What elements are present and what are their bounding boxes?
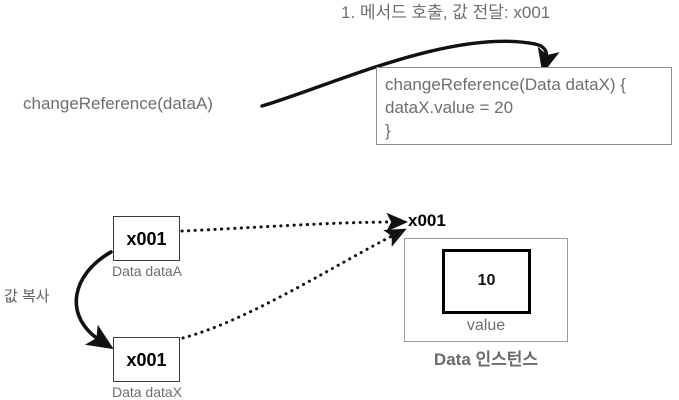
method-body-box: changeReference(Data dataX) { dataX.valu… (376, 67, 672, 145)
instance-box: 10 value (404, 238, 568, 342)
call-arrow-head-tail (533, 42, 560, 74)
reference-arrow-dataX (181, 228, 407, 340)
caller-expression: changeReference(dataA) (23, 94, 213, 113)
instance-field-name: value (466, 317, 506, 334)
step-annotation: 1. 메서드 호출, 값 전달: x001 (341, 3, 551, 22)
method-code-line-3: } (385, 121, 391, 140)
reference-value-dataX: x001 (126, 350, 167, 370)
reference-caption-dataX: Data dataX (111, 384, 183, 400)
instance-caption: Data 인스턴스 (433, 350, 539, 369)
method-code-line-1: changeReference(Data dataX) { (385, 75, 626, 94)
reference-box-dataX: x001 (113, 337, 180, 382)
reference-value-dataA: x001 (126, 229, 167, 249)
method-code-line-2: dataX.value = 20 (385, 98, 514, 117)
instance-field-box: 10 (442, 249, 531, 314)
instance-address-label: x001 (408, 211, 446, 230)
copy-arrow-label: 값 복사 (4, 288, 50, 305)
reference-box-dataA: x001 (113, 216, 180, 261)
reference-caption-dataA: Data dataA (111, 263, 183, 279)
reference-arrow-dataA (180, 212, 408, 233)
instance-field-value: 10 (477, 272, 496, 289)
